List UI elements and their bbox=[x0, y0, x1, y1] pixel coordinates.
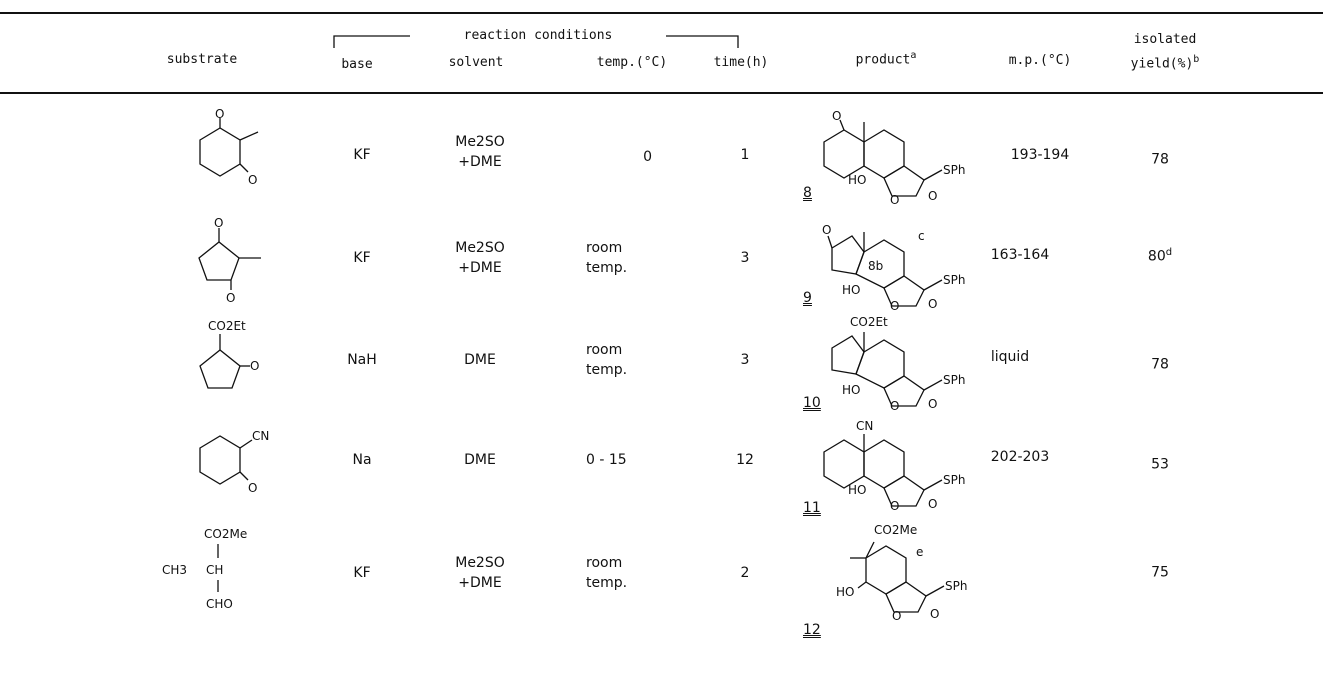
svg-text:O: O bbox=[928, 397, 937, 411]
header-base: base bbox=[341, 57, 373, 72]
header-bottom-rule bbox=[0, 92, 1323, 94]
time-cell: 3 bbox=[740, 352, 750, 368]
base-cell: KF bbox=[353, 147, 371, 163]
svg-text:e: e bbox=[916, 545, 923, 559]
yield-cell: 75 bbox=[1151, 564, 1169, 581]
time-cell: 2 bbox=[740, 565, 750, 581]
svg-text:SPh: SPh bbox=[943, 473, 965, 487]
product-structure: CO2Me HO O O SPh e bbox=[836, 523, 967, 623]
svg-text:CO2Et: CO2Et bbox=[850, 315, 888, 329]
svg-text:O: O bbox=[226, 291, 235, 305]
base-cell: KF bbox=[353, 250, 371, 266]
substrate-structure: O O bbox=[199, 107, 259, 187]
temp-cell: 0 bbox=[643, 149, 652, 165]
base-cell: Na bbox=[352, 452, 372, 468]
header-isolated-yield: isolated yield(%)b bbox=[1130, 32, 1200, 72]
svg-text:SPh: SPh bbox=[943, 163, 965, 177]
svg-text:CN: CN bbox=[252, 429, 269, 443]
yield-cell: 78 bbox=[1151, 356, 1169, 373]
svg-text:O: O bbox=[248, 481, 257, 495]
solvent-cell: DME bbox=[464, 352, 496, 368]
svg-text:c: c bbox=[918, 229, 925, 243]
compound-number: 11 bbox=[803, 500, 821, 516]
substrate-structure: CO2Me CH3 CH CHO bbox=[162, 527, 247, 611]
svg-text:O: O bbox=[248, 173, 257, 187]
svg-text:SPh: SPh bbox=[943, 273, 965, 287]
compound-number: 12 bbox=[803, 622, 821, 638]
svg-text:CHO: CHO bbox=[206, 597, 233, 611]
mp-cell: 202-203 bbox=[990, 449, 1050, 465]
svg-text:CO2Me: CO2Me bbox=[204, 527, 247, 541]
header-mp: m.p.(°C) bbox=[1008, 53, 1072, 68]
svg-text:O: O bbox=[930, 607, 939, 621]
product-structure: O HO O O SPh bbox=[823, 109, 965, 207]
svg-text:O: O bbox=[250, 359, 259, 373]
svg-text:CH: CH bbox=[206, 563, 223, 577]
svg-text:O: O bbox=[822, 223, 831, 237]
svg-text:8b: 8b bbox=[868, 259, 883, 273]
substrate-structure: CN O bbox=[199, 429, 269, 495]
product-structure: O HO O O SPh 8b c bbox=[822, 223, 965, 313]
product-structure: CO2Et HO O O SPh bbox=[831, 315, 965, 413]
temp-cell: room temp. bbox=[586, 240, 628, 276]
substrate-structure: CO2Et O bbox=[199, 319, 259, 389]
svg-text:HO: HO bbox=[848, 173, 866, 187]
time-cell: 3 bbox=[740, 250, 750, 266]
header-reaction-conditions: reaction conditions bbox=[463, 28, 613, 43]
svg-text:O: O bbox=[928, 497, 937, 511]
base-cell: NaH bbox=[347, 352, 377, 368]
svg-text:O: O bbox=[890, 299, 899, 313]
solvent-cell: Me2SO +DME bbox=[455, 134, 505, 170]
svg-text:O: O bbox=[214, 216, 223, 230]
svg-text:CO2Et: CO2Et bbox=[208, 319, 246, 333]
svg-text:HO: HO bbox=[842, 283, 860, 297]
svg-text:CN: CN bbox=[856, 419, 873, 433]
mp-cell: liquid bbox=[990, 349, 1030, 365]
compound-number: 10 bbox=[803, 395, 821, 411]
svg-text:CH3: CH3 bbox=[162, 563, 187, 577]
svg-text:SPh: SPh bbox=[943, 373, 965, 387]
svg-text:O: O bbox=[890, 193, 899, 207]
time-cell: 12 bbox=[736, 452, 754, 468]
svg-text:O: O bbox=[215, 107, 224, 121]
header-time: time(h) bbox=[713, 55, 769, 70]
svg-text:O: O bbox=[890, 399, 899, 413]
time-cell: 1 bbox=[740, 147, 750, 163]
svg-text:CO2Me: CO2Me bbox=[874, 523, 917, 537]
header-temp: temp.(°C) bbox=[596, 55, 668, 70]
yield-cell: 53 bbox=[1151, 456, 1169, 473]
header-substrate: substrate bbox=[166, 52, 238, 67]
yield-cell: 80d bbox=[1147, 247, 1173, 265]
yield-cell: 78 bbox=[1151, 151, 1169, 168]
conditions-bracket bbox=[333, 35, 739, 48]
compound-number: 8 bbox=[803, 185, 812, 201]
base-cell: KF bbox=[353, 565, 371, 581]
svg-text:O: O bbox=[832, 109, 841, 123]
header-solvent: solvent bbox=[448, 55, 504, 70]
svg-text:HO: HO bbox=[848, 483, 866, 497]
svg-text:O: O bbox=[892, 609, 901, 623]
compound-number: 9 bbox=[803, 290, 812, 306]
product-structure: CN HO O O SPh bbox=[823, 419, 965, 513]
temp-cell: room temp. bbox=[586, 342, 628, 378]
solvent-cell: DME bbox=[464, 452, 496, 468]
mp-cell: 193-194 bbox=[1010, 147, 1070, 163]
substrate-structure: O O bbox=[198, 216, 261, 305]
svg-text:O: O bbox=[890, 499, 899, 513]
svg-text:HO: HO bbox=[842, 383, 860, 397]
svg-text:O: O bbox=[928, 297, 937, 311]
solvent-cell: Me2SO +DME bbox=[455, 555, 505, 591]
temp-cell: room temp. bbox=[586, 555, 628, 591]
svg-text:O: O bbox=[928, 189, 937, 203]
temp-cell: 0 - 15 bbox=[586, 452, 627, 468]
header-product: producta bbox=[855, 50, 917, 68]
solvent-cell: Me2SO +DME bbox=[455, 240, 505, 276]
table-top-rule bbox=[0, 12, 1323, 14]
mp-cell: 163-164 bbox=[990, 247, 1050, 263]
svg-text:HO: HO bbox=[836, 585, 854, 599]
svg-text:SPh: SPh bbox=[945, 579, 967, 593]
